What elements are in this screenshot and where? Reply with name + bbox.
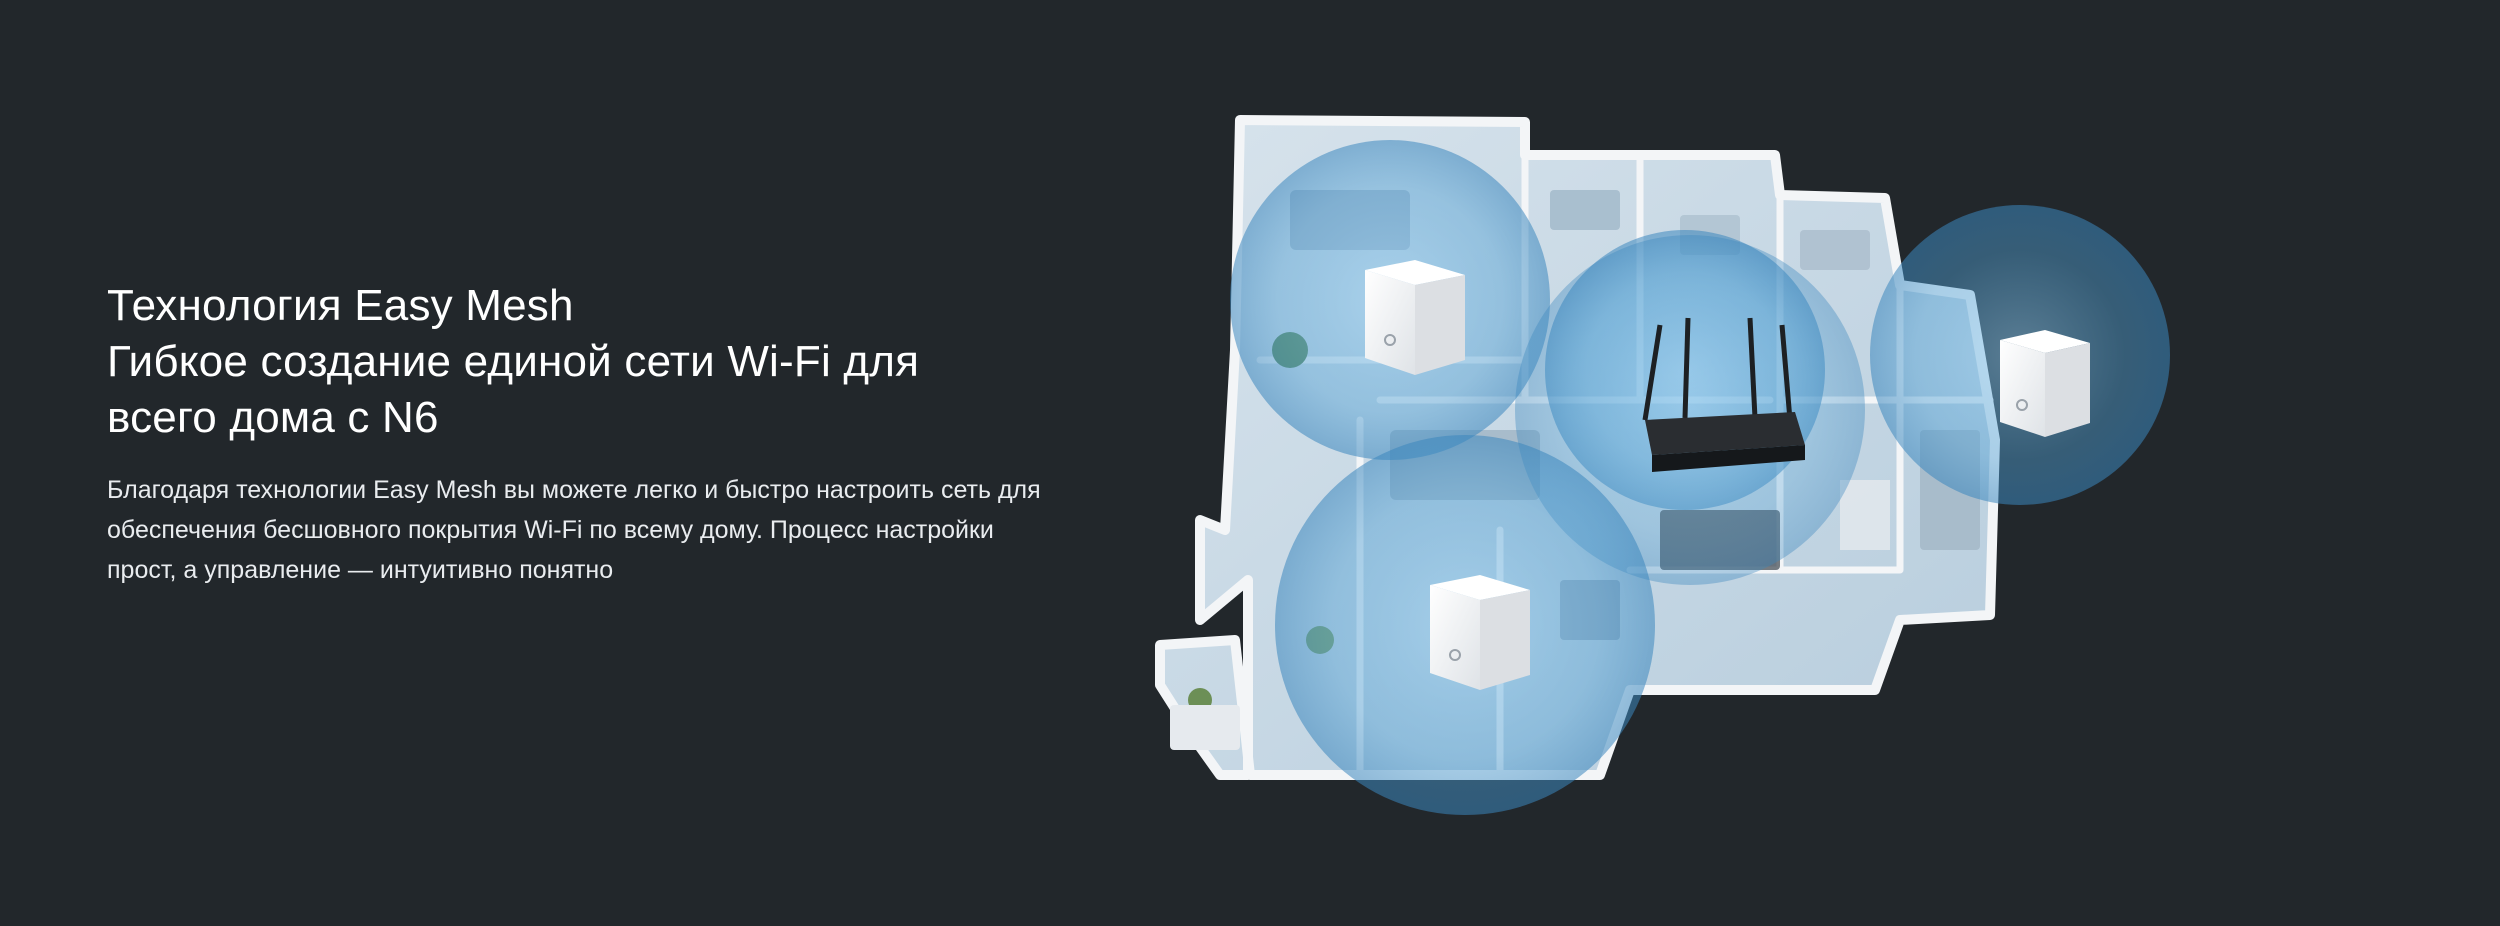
mesh-node-bedroom <box>1365 260 1465 375</box>
mesh-node-right-room <box>2000 330 2090 437</box>
headline-line-2: Гибкое создание единой сети Wi-Fi для <box>107 337 920 386</box>
mesh-house-illustration <box>1140 100 2260 840</box>
headline-line-1: Технология Easy Mesh <box>107 281 574 330</box>
feature-headline: Технология Easy Mesh Гибкое создание еди… <box>107 278 1107 446</box>
router-device <box>1642 317 1805 472</box>
mesh-node-living-room <box>1430 575 1530 690</box>
house-floorplan-graphic <box>1155 115 2170 815</box>
feature-text-block: Технология Easy Mesh Гибкое создание еди… <box>107 278 1107 590</box>
headline-line-3: всего дома с N6 <box>107 393 439 442</box>
wifi-coverage-zones <box>1230 140 2170 815</box>
feature-description: Благодаря технологии Easy Mesh вы можете… <box>107 476 1041 584</box>
